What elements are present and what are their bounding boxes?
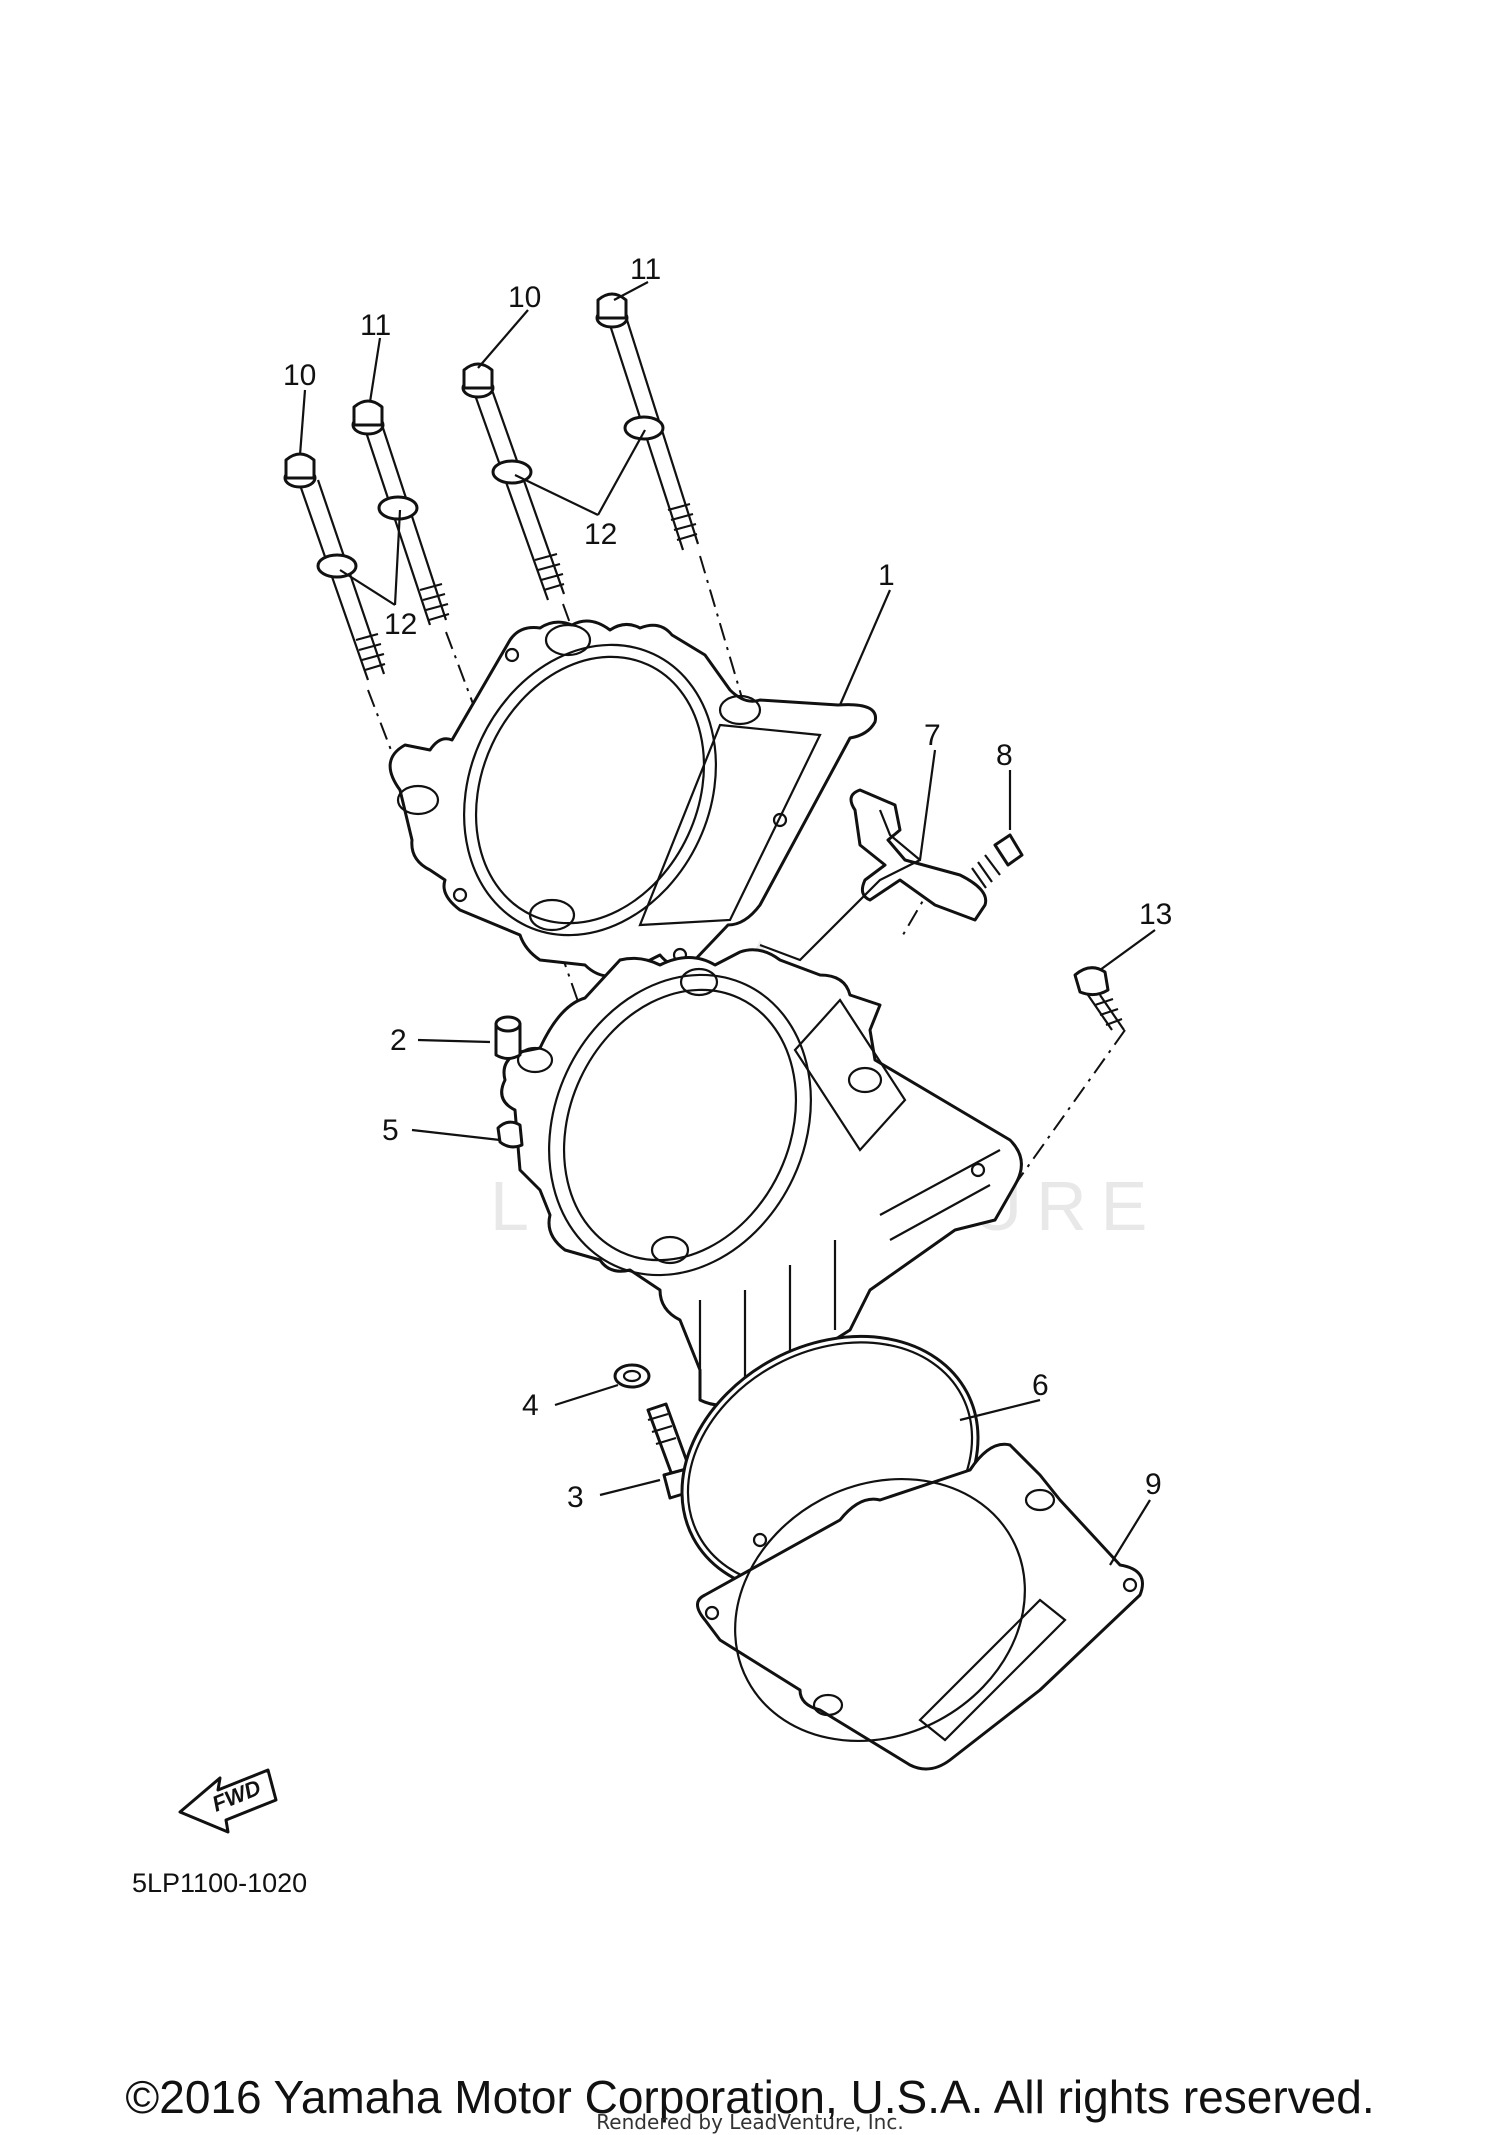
cylinder-bolt-11-right bbox=[595, 292, 700, 551]
cylinder-bolt-10-left bbox=[283, 452, 386, 681]
cylinder-head-gasket bbox=[388, 619, 878, 978]
copyright-notice: ©2016 Yamaha Motor Corporation, U.S.A. A… bbox=[125, 2071, 1375, 2123]
bolt-13 bbox=[1073, 966, 1125, 1031]
callout-10-right: 10 bbox=[508, 281, 541, 314]
cylinder-base-gasket bbox=[696, 1442, 1144, 1771]
callout-11-right: 11 bbox=[630, 253, 661, 286]
callout-12-right: 12 bbox=[584, 518, 617, 551]
callout-8: 8 bbox=[996, 739, 1013, 772]
washer-4 bbox=[613, 1363, 651, 1389]
diagram-code: 5LP1100-1020 bbox=[132, 1868, 307, 1898]
callout-5: 5 bbox=[382, 1114, 399, 1147]
callout-11-left: 11 bbox=[360, 309, 391, 342]
dowel-pin bbox=[494, 1015, 522, 1060]
callout-2: 2 bbox=[390, 1024, 407, 1057]
callout-10-left: 10 bbox=[283, 359, 316, 392]
callout-12-left: 12 bbox=[384, 608, 417, 641]
cylinder-bolt-11-left bbox=[351, 399, 450, 626]
leader-lines bbox=[298, 281, 1156, 1566]
callout-1: 1 bbox=[878, 559, 895, 592]
callout-7: 7 bbox=[924, 719, 941, 752]
cylinder-bolt-10-right bbox=[461, 362, 566, 601]
bolt-8 bbox=[971, 833, 1024, 889]
rendered-by-notice: Rendered by LeadVenture, Inc. bbox=[596, 2110, 904, 2134]
callout-13: 13 bbox=[1139, 898, 1172, 931]
callout-3: 3 bbox=[567, 1481, 584, 1514]
callout-labels: 1 2 3 4 5 6 7 8 9 10 10 11 11 12 12 13 bbox=[283, 253, 1172, 1514]
callout-4: 4 bbox=[522, 1389, 539, 1422]
callout-6: 6 bbox=[1032, 1369, 1049, 1402]
cylinder-block bbox=[496, 948, 1023, 1407]
callout-9: 9 bbox=[1145, 1468, 1162, 1501]
guide-plate bbox=[849, 788, 988, 922]
forward-arrow: FWD bbox=[178, 1768, 278, 1834]
